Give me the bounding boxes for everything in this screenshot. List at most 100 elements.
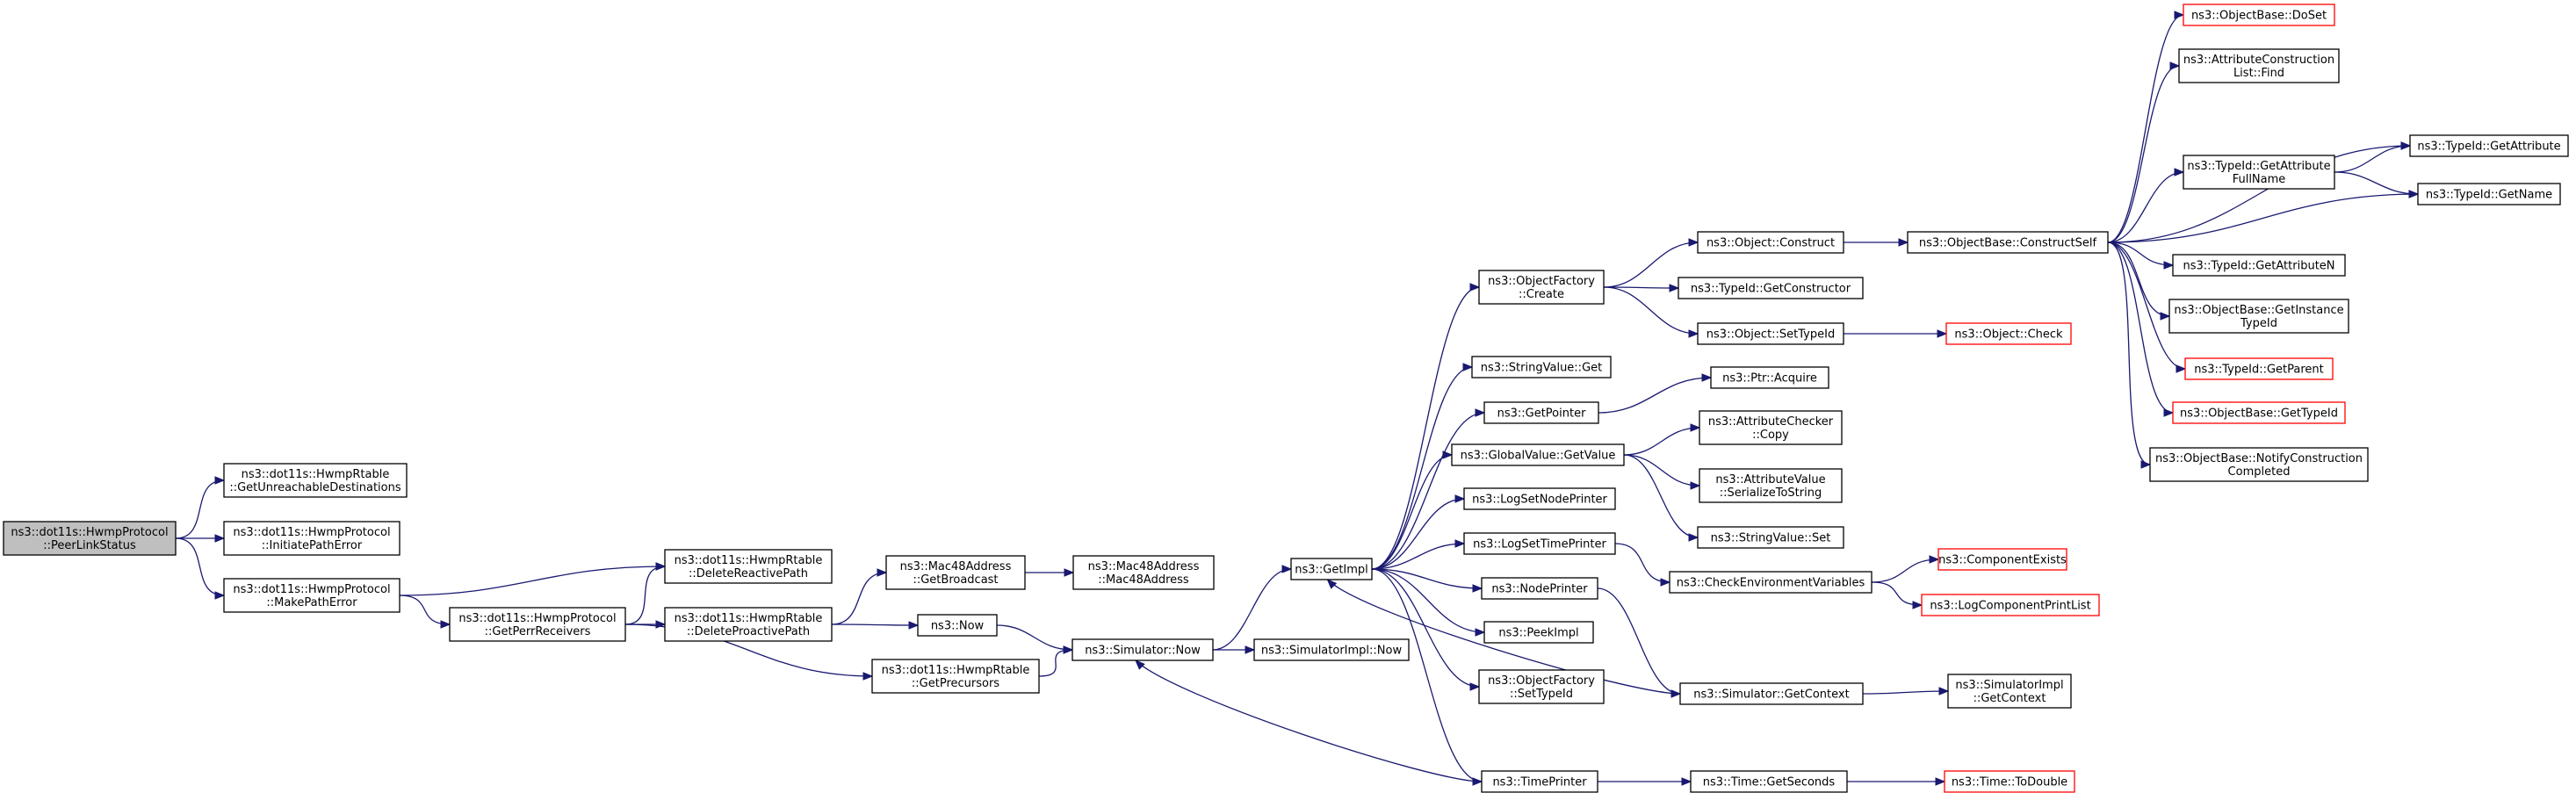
node-label: ::SerializeToString: [1720, 486, 1822, 500]
edge-timegetseconds-to-timetodouble: [1847, 777, 1946, 786]
node-objectbasegettypeid[interactable]: ns3::ObjectBase::GetTypeId: [2172, 401, 2346, 424]
node-logcomponentprintlist[interactable]: ns3::LogComponentPrintList: [1921, 594, 2100, 616]
node-label: ::Copy: [1752, 429, 1789, 442]
edge-simulatorgetcontext-to-simulatorimplgetcontext: [1862, 687, 1950, 695]
edge-checkenvvars-to-logcomponentprintlist: [1871, 581, 1923, 609]
node-peerlinkstatus[interactable]: ns3::dot11s::HwmpProtocol::PeerLinkStatu…: [3, 521, 177, 556]
node-componentexists[interactable]: ns3::ComponentExists: [1937, 548, 2067, 571]
node-label: ::GetContext: [1973, 692, 2046, 705]
edge-arrowhead: [908, 621, 920, 630]
node-label: ns3::ObjectBase::NotifyConstruction: [2155, 452, 2363, 465]
node-timeprinter[interactable]: ns3::TimePrinter: [1481, 770, 1598, 793]
node-stringvalueset[interactable]: ns3::StringValue::Set: [1697, 526, 1844, 549]
node-makepatherror[interactable]: ns3::dot11s::HwmpProtocol::MakePathError: [223, 578, 400, 613]
node-simulatornow[interactable]: ns3::Simulator::Now: [1072, 638, 1214, 661]
node-checkenvvars[interactable]: ns3::CheckEnvironmentVariables: [1669, 571, 1872, 594]
node-initiatepatherror[interactable]: ns3::dot11s::HwmpProtocol::InitiatePathE…: [223, 521, 400, 556]
node-box: [1481, 577, 1598, 600]
node-timegetseconds[interactable]: ns3::Time::GetSeconds: [1690, 770, 1848, 793]
node-now[interactable]: ns3::Now: [917, 614, 998, 637]
node-objectsettypeid[interactable]: ns3::Object::SetTypeId: [1697, 322, 1844, 345]
node-box: [1483, 621, 1594, 644]
node-box: [917, 614, 998, 637]
node-label: ::MakePathError: [266, 596, 357, 609]
edge-objectfactorycreate-to-typeidgetconstructor: [1603, 284, 1680, 292]
node-simulatorimplgetcontext[interactable]: ns3::SimulatorImpl::GetContext: [1947, 674, 2072, 709]
node-peekimpl[interactable]: ns3::PeekImpl: [1483, 621, 1594, 644]
node-getperrreceivers[interactable]: ns3::dot11s::HwmpProtocol::GetPerrReceiv…: [449, 607, 626, 642]
edge-arrowhead: [1475, 628, 1486, 637]
node-ptracquire[interactable]: ns3::Ptr::Acquire: [1710, 366, 1829, 389]
node-typeidgetconstructor[interactable]: ns3::TypeId::GetConstructor: [1678, 277, 1864, 299]
edge-line: [831, 572, 887, 625]
node-logsetnodeprinter[interactable]: ns3::LogSetNodePrinter: [1463, 487, 1616, 510]
node-attributecheckercopy[interactable]: ns3::AttributeChecker::Copy: [1699, 410, 1843, 445]
edge-line: [1623, 454, 1699, 538]
node-getprecursors[interactable]: ns3::dot11s::HwmpRtable::GetPrecursors: [871, 659, 1040, 694]
node-box: [871, 659, 1040, 694]
node-typeidgetattributen[interactable]: ns3::TypeId::GetAttributeN: [2172, 254, 2346, 277]
node-timetodouble[interactable]: ns3::Time::ToDouble: [1944, 770, 2075, 793]
node-mac48address[interactable]: ns3::Mac48Address::Mac48Address: [1072, 555, 1215, 590]
edge-line: [399, 566, 666, 596]
node-objectbaseconstructself[interactable]: ns3::ObjectBase::ConstructSelf: [1907, 231, 2109, 254]
node-label: ns3::GlobalValue::GetValue: [1461, 450, 1616, 463]
node-getpointer[interactable]: ns3::GetPointer: [1483, 401, 1599, 424]
node-label: ns3::LogSetTimePrinter: [1473, 538, 1606, 551]
node-simulatorgetcontext[interactable]: ns3::Simulator::GetContext: [1679, 682, 1864, 705]
node-objectbasenotifyconstruction[interactable]: ns3::ObjectBase::NotifyConstructionCompl…: [2149, 447, 2369, 482]
node-label: ns3::TypeId::GetConstructor: [1691, 283, 1851, 296]
edge-arrowhead: [1469, 682, 1481, 691]
node-deletereactivepath[interactable]: ns3::dot11s::HwmpRtable::DeleteReactiveP…: [664, 549, 833, 584]
node-getimpl[interactable]: ns3::GetImpl: [1290, 558, 1373, 580]
node-objectcheck[interactable]: ns3::Object::Check: [1945, 322, 2072, 345]
node-objectconstruct[interactable]: ns3::Object::Construct: [1697, 231, 1844, 254]
edge-arrowhead: [2140, 460, 2152, 469]
node-nodeprinter[interactable]: ns3::NodePrinter: [1481, 577, 1598, 600]
edge-line: [1597, 587, 1681, 695]
node-objectfactorysettypeid[interactable]: ns3::ObjectFactory::SetTypeId: [1478, 669, 1605, 704]
edge-line: [1871, 581, 1923, 606]
edge-line: [1371, 568, 1483, 782]
node-label: ::Create: [1519, 288, 1564, 301]
edge-getimpl-to-objectfactorycreate: [1371, 283, 1481, 570]
node-label: ns3::TypeId::GetParent: [2194, 364, 2324, 377]
edge-objectbaseconstructself-to-objectbasegettypeid: [2107, 241, 2175, 417]
node-getbroadcast[interactable]: ns3::Mac48Address::GetBroadcast: [885, 555, 1026, 590]
edge-typeidgetattributefullname-to-typeidgetname: [2334, 171, 2420, 198]
node-label: ns3::dot11s::HwmpRtable: [882, 664, 1030, 677]
node-typeidgetparent[interactable]: ns3::TypeId::GetParent: [2184, 357, 2334, 380]
edge-arrowhead: [1690, 423, 1701, 432]
node-typeidgetattribute[interactable]: ns3::TypeId::GetAttribute: [2409, 134, 2569, 157]
node-stringvalueget[interactable]: ns3::StringValue::Get: [1471, 356, 1612, 378]
node-box: [1463, 532, 1616, 555]
edge-line: [399, 595, 451, 625]
node-label: ns3::Object::Construct: [1707, 237, 1835, 250]
edge-getimpl-to-globalvaluegetvalue: [1371, 450, 1454, 570]
node-deleteproactivepath[interactable]: ns3::dot11s::HwmpRtable::DeleteProactive…: [664, 607, 833, 642]
node-box: [1907, 231, 2109, 254]
edge-line: [2107, 241, 2174, 266]
node-simulatorimplnow[interactable]: ns3::SimulatorImpl::Now: [1253, 638, 1410, 661]
edge-arrowhead: [862, 672, 874, 681]
edge-line: [624, 566, 666, 625]
node-box: [2178, 48, 2340, 83]
node-logsettimeprinter[interactable]: ns3::LogSetTimePrinter: [1463, 532, 1616, 555]
edge-arrowhead: [1688, 533, 1699, 542]
node-getunreachable[interactable]: ns3::dot11s::HwmpRtable::GetUnreachableD…: [223, 463, 408, 498]
node-box: [223, 521, 400, 556]
node-label: ns3::dot11s::HwmpProtocol: [11, 526, 168, 539]
node-globalvaluegetvalue[interactable]: ns3::GlobalValue::GetValue: [1451, 443, 1625, 466]
node-attributevalueserialize[interactable]: ns3::AttributeValue::SerializeToString: [1699, 468, 1843, 503]
node-typeidgetname[interactable]: ns3::TypeId::GetName: [2417, 183, 2561, 205]
node-objectfactorycreate[interactable]: ns3::ObjectFactory::Create: [1478, 270, 1605, 305]
edge-arrowhead: [1701, 373, 1713, 382]
node-label: ns3::CheckEnvironmentVariables: [1677, 577, 1865, 590]
node-objectbasedoset[interactable]: ns3::ObjectBase::DoSet: [2183, 4, 2335, 26]
edge-arrowhead: [2163, 261, 2175, 270]
node-box: [2409, 134, 2569, 157]
